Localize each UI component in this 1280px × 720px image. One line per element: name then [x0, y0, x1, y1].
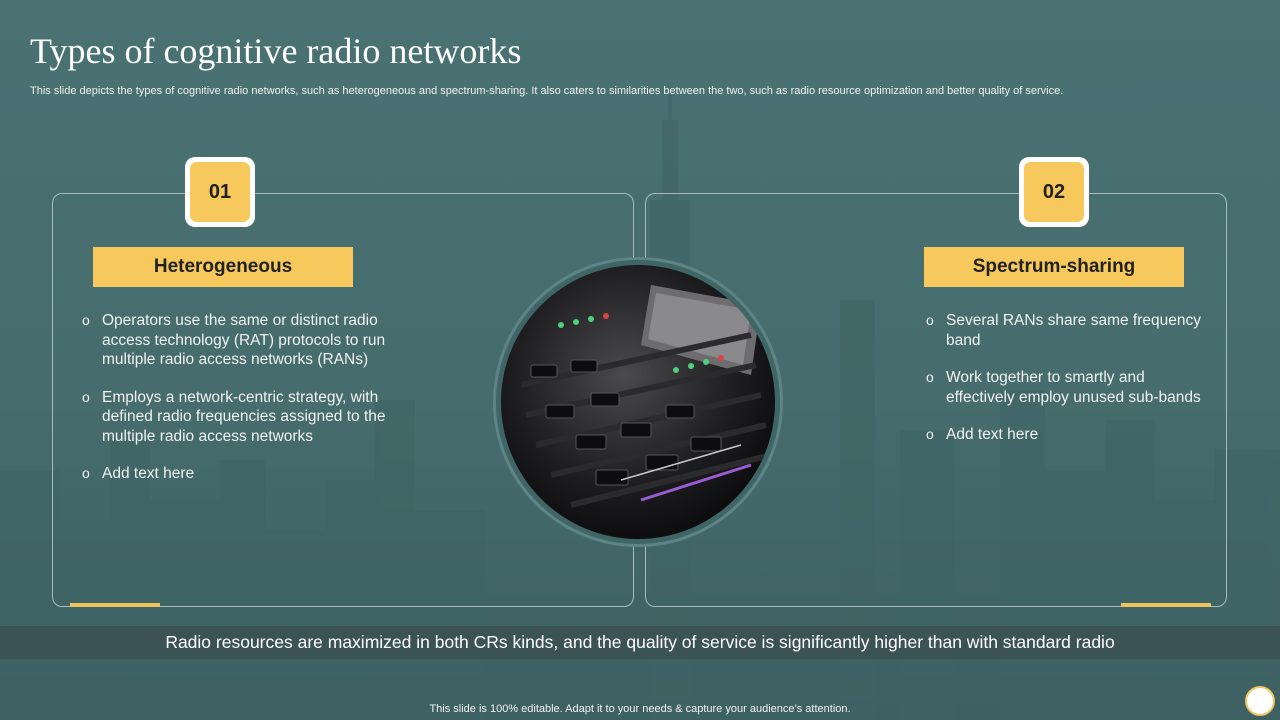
page-subtitle: This slide depicts the types of cognitiv… [30, 85, 1064, 97]
bullet-text[interactable]: Add text here [946, 426, 1039, 443]
bullet-item: o Work together to smartly and effective… [926, 368, 1216, 407]
panel-accent-bar [1121, 603, 1211, 607]
bullet-marker-icon: o [82, 465, 90, 481]
bullet-item: o Employs a network-centric strategy, wi… [82, 388, 407, 447]
audio-mixer-image [501, 265, 775, 539]
bullet-text: Work together to smartly and effectively… [946, 369, 1201, 406]
footer-note: This slide is 100% editable. Adapt it to… [429, 703, 851, 715]
bullet-marker-icon: o [82, 388, 90, 405]
bullet-text: Employs a network-centric strategy, with… [102, 388, 386, 445]
bullet-item: o Several RANs share same frequency band [926, 311, 1216, 350]
panel-accent-bar [70, 603, 160, 607]
bullet-marker-icon: o [82, 312, 90, 328]
mixing-console-illustration [501, 265, 775, 539]
page-title: Types of cognitive radio networks [30, 31, 522, 71]
card-heading-spectrum-sharing: Spectrum-sharing [924, 247, 1184, 287]
corner-circle-icon [1245, 686, 1275, 716]
heterogeneous-bullet-list: o Operators use the same or distinct rad… [82, 311, 407, 502]
card-heading-heterogeneous: Heterogeneous [93, 247, 353, 287]
card-number: 01 [190, 162, 250, 222]
spectrum-sharing-bullet-list: o Several RANs share same frequency band… [926, 311, 1216, 463]
card-number: 02 [1024, 162, 1084, 222]
card-number-badge: 01 [185, 157, 255, 227]
summary-banner: Radio resources are maximized in both CR… [0, 626, 1280, 659]
bullet-text: Operators use the same or distinct radio… [102, 312, 386, 368]
bullet-marker-icon: o [926, 426, 934, 442]
bullet-marker-icon: o [926, 312, 934, 328]
bullet-item: o Add text here [82, 464, 407, 484]
center-photo-frame [493, 257, 783, 547]
bullet-item: o Operators use the same or distinct rad… [82, 311, 407, 370]
bullet-marker-icon: o [926, 369, 934, 385]
bullet-text: Several RANs share same frequency band [946, 312, 1202, 349]
bullet-text[interactable]: Add text here [102, 465, 195, 482]
card-number-badge: 02 [1019, 157, 1089, 227]
bullet-item: o Add text here [926, 425, 1216, 445]
